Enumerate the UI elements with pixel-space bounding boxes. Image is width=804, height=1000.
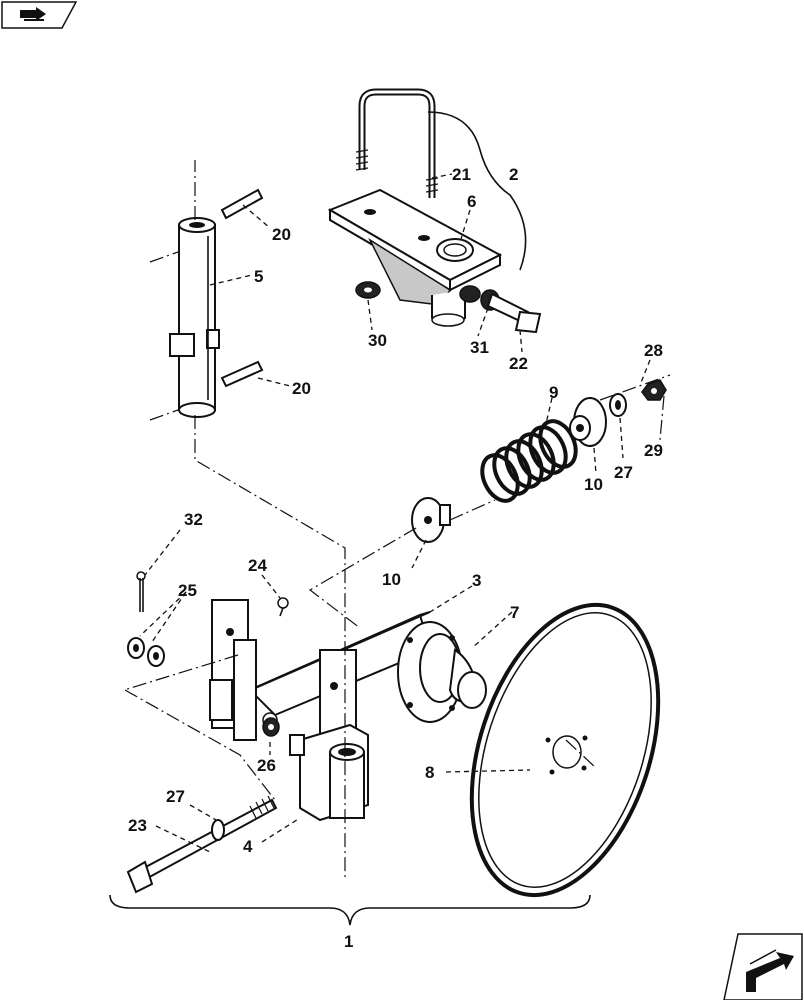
spring-cap-10-right	[569, 397, 607, 447]
callout-25: 25	[178, 581, 197, 600]
next-page-button[interactable]	[723, 933, 803, 1000]
callout-7: 7	[510, 603, 519, 622]
bracket-2-brace	[427, 111, 527, 271]
callout-1: 1	[344, 932, 353, 951]
callout-6: 6	[467, 192, 476, 211]
disc-8	[469, 602, 661, 898]
callout-23: 23	[128, 816, 147, 835]
callout-10-right: 10	[584, 475, 603, 494]
back-arrow-icon	[20, 7, 46, 21]
washer-26	[262, 717, 280, 737]
assembly-1-brace	[109, 894, 591, 926]
u-bolt	[355, 88, 439, 198]
callout-labels: 1 2 3 4 5 6 7 8 9 10 10 20 20 21 22 23 2…	[128, 165, 663, 951]
callout-10-left: 10	[382, 570, 401, 589]
callout-27-upper: 27	[614, 463, 633, 482]
nut-29	[641, 379, 667, 401]
grease-fitting-24	[277, 597, 289, 617]
roll-pin-20-upper	[220, 188, 264, 220]
pivot-housing-4	[289, 649, 369, 822]
spring-9	[480, 419, 578, 503]
callout-9: 9	[549, 383, 558, 402]
callout-29: 29	[644, 441, 663, 460]
alignment-lines	[123, 160, 671, 880]
hub-7	[397, 621, 487, 723]
callout-24: 24	[248, 556, 267, 575]
cotter-pin-32	[136, 571, 146, 612]
callout-8: 8	[425, 763, 434, 782]
washer-27-lower	[211, 819, 225, 841]
callout-31: 31	[470, 338, 489, 357]
callout-30: 30	[368, 331, 387, 350]
callout-20-lower: 20	[292, 379, 311, 398]
shaft-5	[169, 217, 220, 418]
washer-27-upper	[609, 393, 627, 417]
callout-28: 28	[644, 341, 663, 360]
callout-2: 2	[509, 165, 518, 184]
mounting-bracket	[327, 188, 503, 327]
bolt-22	[480, 289, 542, 334]
nut-30	[355, 281, 381, 299]
back-button[interactable]	[1, 1, 78, 29]
washer-31	[459, 285, 481, 303]
spring-cap-10-left	[411, 497, 451, 543]
roll-pin-20-lower	[220, 360, 264, 388]
callout-5: 5	[254, 267, 263, 286]
callout-26: 26	[257, 756, 276, 775]
bolt-23	[126, 795, 278, 894]
callout-32: 32	[184, 510, 203, 529]
next-page-arrow-icon	[746, 949, 794, 992]
callout-3: 3	[472, 571, 481, 590]
callout-4: 4	[243, 837, 253, 856]
leader-lines	[139, 173, 651, 853]
yoke-bracket	[209, 599, 278, 741]
washers-25	[127, 637, 165, 667]
callout-20-upper: 20	[272, 225, 291, 244]
callout-27-lower: 27	[166, 787, 185, 806]
callout-22: 22	[509, 354, 528, 373]
callout-21: 21	[452, 165, 471, 184]
